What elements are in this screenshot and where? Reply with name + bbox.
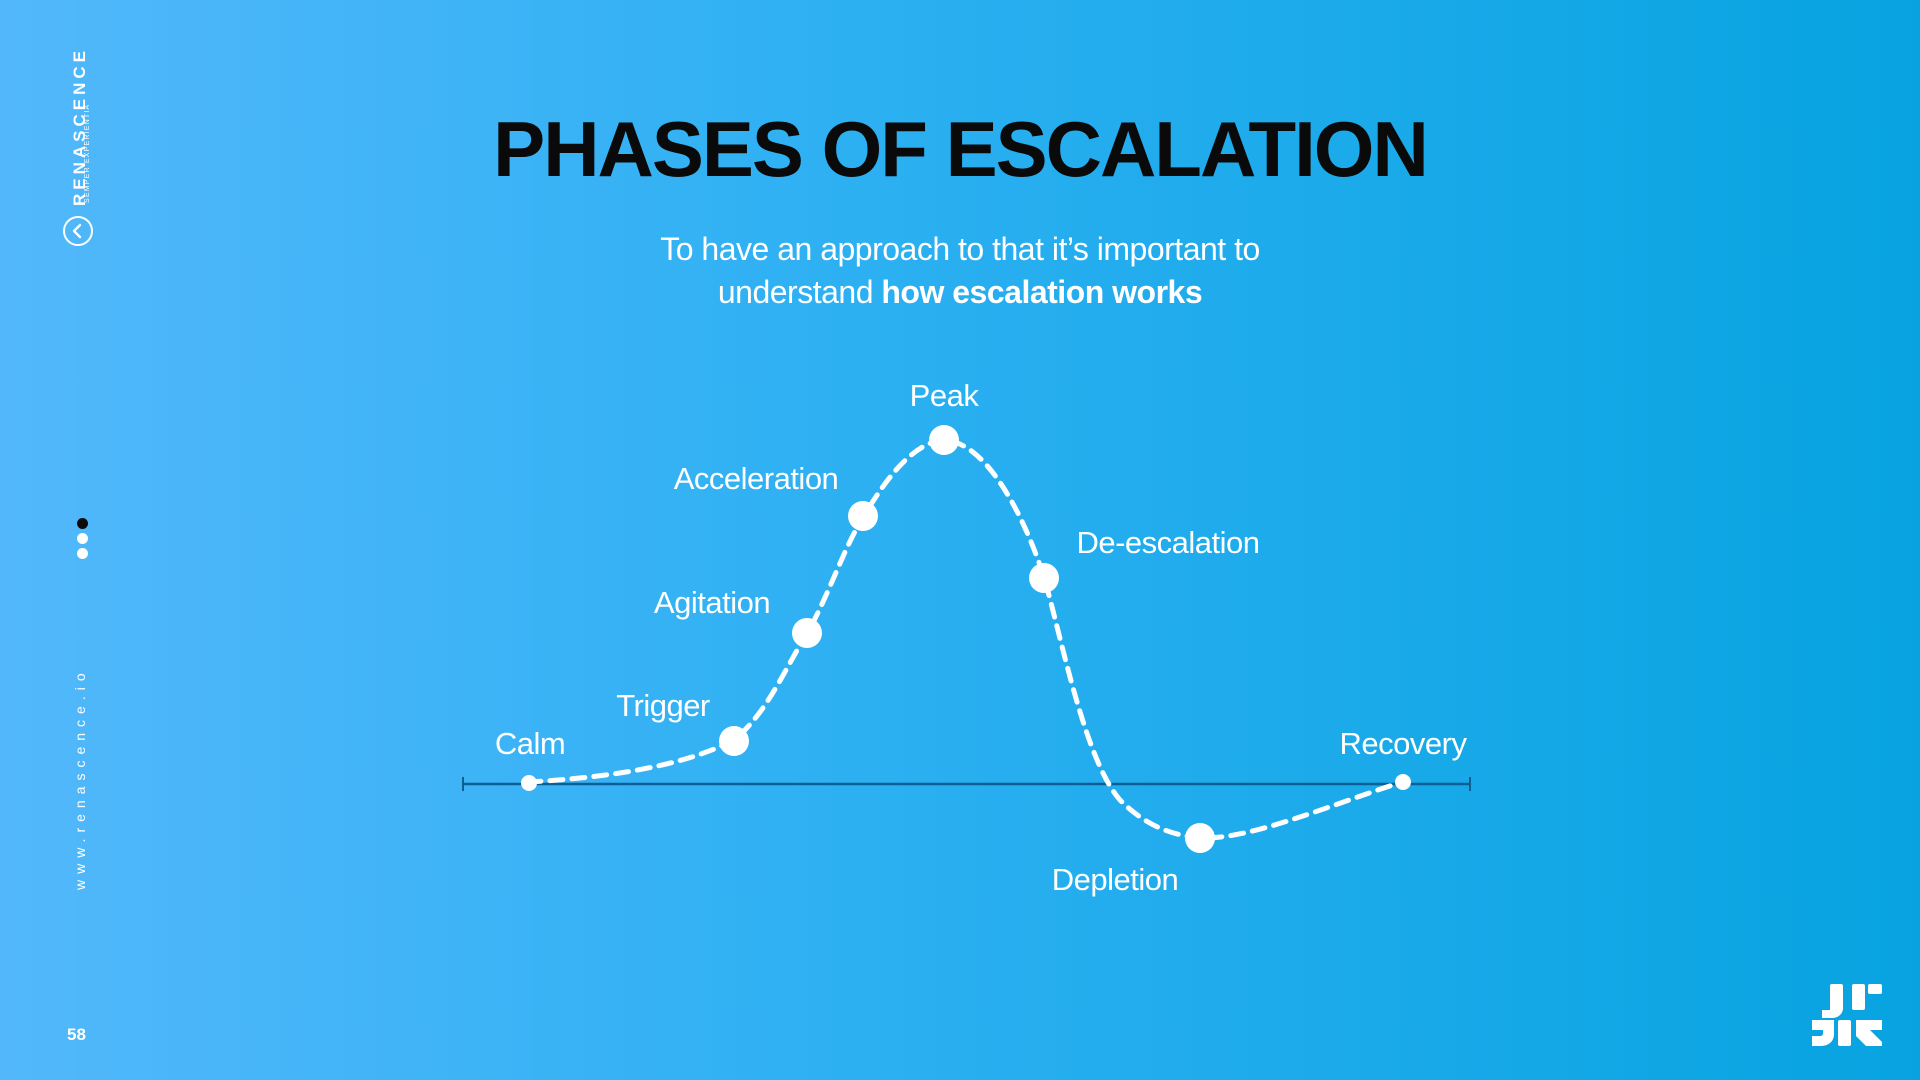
- phase-label-agitation: Agitation: [654, 585, 770, 620]
- subtitle-line-2: understand how escalation works: [560, 271, 1360, 314]
- phase-markers: [521, 425, 1411, 853]
- phase-dot-acceleration: [848, 501, 878, 531]
- page-number: 58: [67, 1025, 86, 1044]
- page-subtitle: To have an approach to that it’s importa…: [560, 228, 1360, 314]
- phase-dot-peak: [929, 425, 959, 455]
- subtitle-line-1: To have an approach to that it’s importa…: [660, 231, 1260, 267]
- phase-dot-depletion: [1185, 823, 1215, 853]
- phase-label-calm: Calm: [495, 726, 565, 761]
- phase-dot-de-escalation: [1029, 563, 1059, 593]
- phase-dot-calm: [521, 775, 537, 791]
- pager-dot-1[interactable]: [77, 518, 88, 529]
- phase-label-recovery: Recovery: [1340, 726, 1468, 761]
- pager-dot-2[interactable]: [77, 533, 88, 544]
- subtitle-bold: how escalation works: [881, 274, 1203, 310]
- phase-labels: Calm Trigger Agitation Acceleration Peak…: [495, 378, 1468, 897]
- phase-dot-agitation: [792, 618, 822, 648]
- pager-dot-3[interactable]: [77, 548, 88, 559]
- phase-label-de-escalation: De-escalation: [1076, 525, 1259, 560]
- phase-label-acceleration: Acceleration: [674, 461, 839, 496]
- circle-chevron-left-icon: [63, 216, 93, 246]
- slide-pager: [76, 518, 90, 568]
- brand-logo: RENASCENCE SEMPER EXPERIENTIA: [58, 47, 108, 260]
- subtitle-regular: understand: [717, 274, 874, 310]
- phase-dot-recovery: [1395, 774, 1411, 790]
- phase-label-trigger: Trigger: [616, 688, 710, 723]
- phase-label-depletion: Depletion: [1052, 862, 1178, 897]
- phase-dot-trigger: [719, 726, 749, 756]
- escalation-curve: [525, 437, 1405, 841]
- page-title: PHASES OF ESCALATION: [493, 105, 1429, 193]
- brand-monogram-icon: [1812, 984, 1882, 1046]
- phase-label-peak: Peak: [910, 378, 980, 413]
